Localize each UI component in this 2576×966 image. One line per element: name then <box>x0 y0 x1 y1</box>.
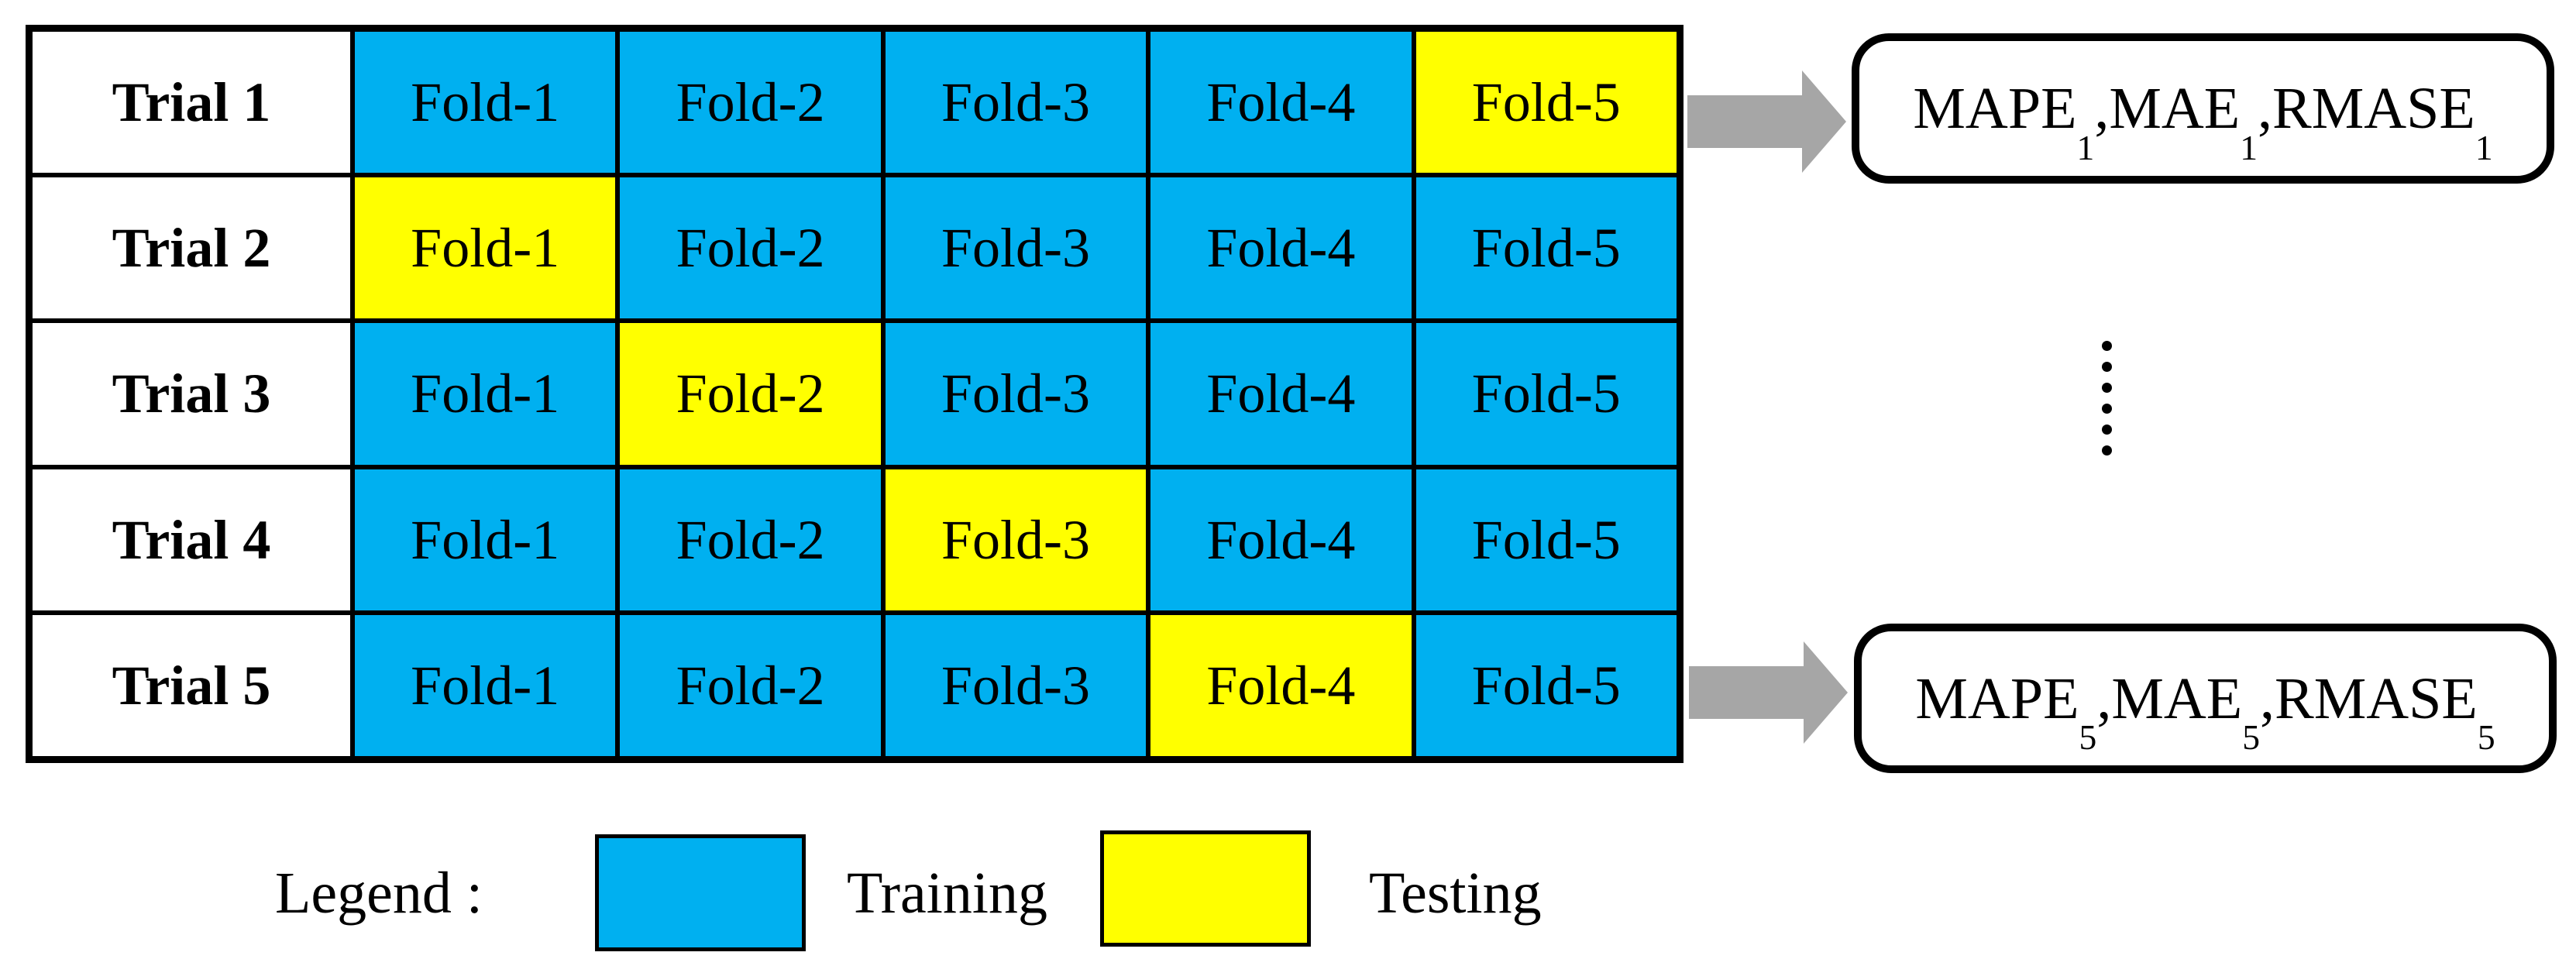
fold-cell-trial2-fold2-training: Fold-2 <box>617 175 883 321</box>
ellipsis-dot <box>2102 383 2112 393</box>
ellipsis-dot <box>2102 341 2112 351</box>
trial-label-cell-2: Trial 2 <box>30 175 353 321</box>
fold-cell-trial2-fold5-training: Fold-5 <box>1413 175 1679 321</box>
trial-label-cell-1: Trial 1 <box>30 29 353 176</box>
fold-cell-trial2-fold4-training: Fold-4 <box>1148 175 1414 321</box>
arrow-right-icon-top <box>1687 70 1846 173</box>
fold-cell-trial1-fold2-training: Fold-2 <box>617 29 883 176</box>
fold-cell-trial5-fold5-training: Fold-5 <box>1413 612 1679 758</box>
legend-swatch-training <box>595 834 806 951</box>
ellipsis-dot <box>2102 404 2112 414</box>
fold-cell-trial2-fold1-testing: Fold-1 <box>353 175 618 321</box>
trial-label-cell-4: Trial 4 <box>30 466 353 613</box>
fold-cell-trial1-fold3-training: Fold-3 <box>882 29 1149 176</box>
vertical-ellipsis <box>2102 341 2112 455</box>
subscript: 1 <box>2240 128 2258 168</box>
trial-label-cell-5: Trial 5 <box>30 612 353 758</box>
ellipsis-dot <box>2102 445 2112 455</box>
fold-cell-trial4-fold4-training: Fold-4 <box>1148 466 1414 613</box>
ellipsis-dot <box>2102 425 2112 435</box>
fold-cell-trial4-fold3-testing: Fold-3 <box>882 466 1149 613</box>
fold-cell-trial1-fold1-training: Fold-1 <box>353 29 618 176</box>
legend-label: Legend : <box>275 861 483 926</box>
fold-cell-trial3-fold3-training: Fold-3 <box>882 321 1149 467</box>
subscript: 1 <box>2475 128 2493 168</box>
fold-cell-trial5-fold2-training: Fold-2 <box>617 612 883 758</box>
fold-cell-trial1-fold4-training: Fold-4 <box>1148 29 1414 176</box>
fold-cell-trial1-fold5-testing: Fold-5 <box>1413 29 1679 176</box>
subscript: 5 <box>2477 717 2495 758</box>
fold-cell-trial4-fold1-training: Fold-1 <box>353 466 618 613</box>
legend-item-training-label: Training <box>847 861 1048 926</box>
subscript: 5 <box>2242 717 2260 758</box>
fold-cell-trial3-fold5-training: Fold-5 <box>1413 321 1679 467</box>
arrow-right-icon-bottom <box>1689 641 1848 744</box>
fold-cell-trial2-fold3-training: Fold-3 <box>882 175 1149 321</box>
fold-cell-trial5-fold4-testing: Fold-4 <box>1148 612 1414 758</box>
fold-cell-trial5-fold1-training: Fold-1 <box>353 612 618 758</box>
fold-cell-trial3-fold1-training: Fold-1 <box>353 321 618 467</box>
fold-cell-trial4-fold2-training: Fold-2 <box>617 466 883 613</box>
trial-label-cell-3: Trial 3 <box>30 321 353 467</box>
fold-cell-trial5-fold3-training: Fold-3 <box>882 612 1149 758</box>
fold-cell-trial4-fold5-training: Fold-5 <box>1413 466 1679 613</box>
fold-cell-trial3-fold4-training: Fold-4 <box>1148 321 1414 467</box>
ellipsis-dot <box>2102 362 2112 372</box>
subscript: 1 <box>2076 128 2095 168</box>
subscript: 5 <box>2079 717 2097 758</box>
legend-swatch-testing <box>1100 830 1311 947</box>
fold-cell-trial3-fold2-testing: Fold-2 <box>617 321 883 467</box>
legend-item-testing-label: Testing <box>1369 861 1542 926</box>
